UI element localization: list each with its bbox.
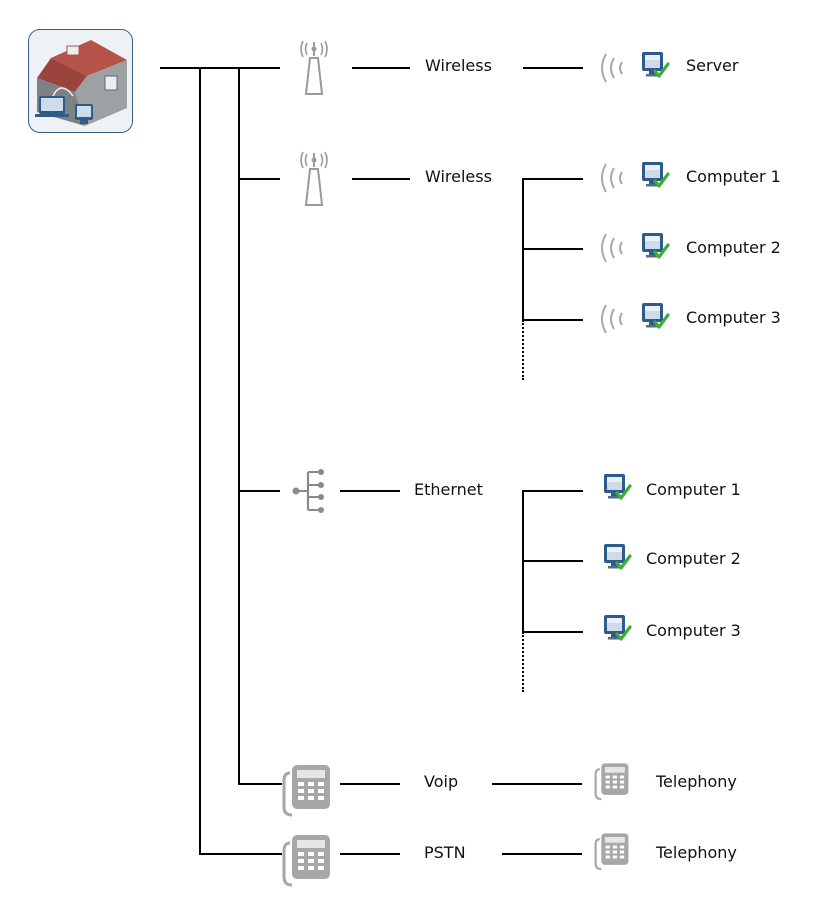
connection-label-voip: Voip [424,772,459,791]
telephone-icon [594,832,630,872]
trunk-line [160,67,280,69]
device-label-computer-2: Computer 2 [686,238,781,257]
wireless-signal-icon [598,301,630,337]
wireless-signal-icon [598,50,630,86]
computer-icon [602,542,632,572]
computer-icon [640,301,670,331]
antenna-icon [294,147,334,207]
telephone-icon [282,833,332,889]
device-label-computer-2: Computer 2 [646,549,741,568]
trunk-vertical-inner [238,67,240,784]
computer-icon [640,231,670,261]
device-label-computer-3: Computer 3 [646,621,741,640]
connection-label-wireless: Wireless [425,56,492,75]
telephone-icon [594,762,630,802]
wireless-signal-icon [598,230,630,266]
device-label-computer-1: Computer 1 [646,480,741,499]
antenna-icon [294,36,334,96]
trunk-vertical-outer [199,67,201,855]
more-devices-indicator [522,632,524,692]
connection-label-pstn: PSTN [424,843,466,862]
computer-icon [602,613,632,643]
device-label-computer-1: Computer 1 [686,167,781,186]
ethernet-hub-icon [290,466,330,516]
computer-icon [640,50,670,80]
device-label-server: Server [686,56,739,75]
more-devices-indicator [522,320,524,380]
device-label-computer-3: Computer 3 [686,308,781,327]
computer-icon [602,472,632,502]
device-label-telephony: Telephony [656,772,737,791]
computer-icon [640,160,670,190]
connection-label-wireless: Wireless [425,167,492,186]
device-label-telephony: Telephony [656,843,737,862]
wireless-signal-icon [598,160,630,196]
telephone-icon [282,763,332,819]
home-network-icon [28,29,133,133]
connection-label-ethernet: Ethernet [414,480,483,499]
